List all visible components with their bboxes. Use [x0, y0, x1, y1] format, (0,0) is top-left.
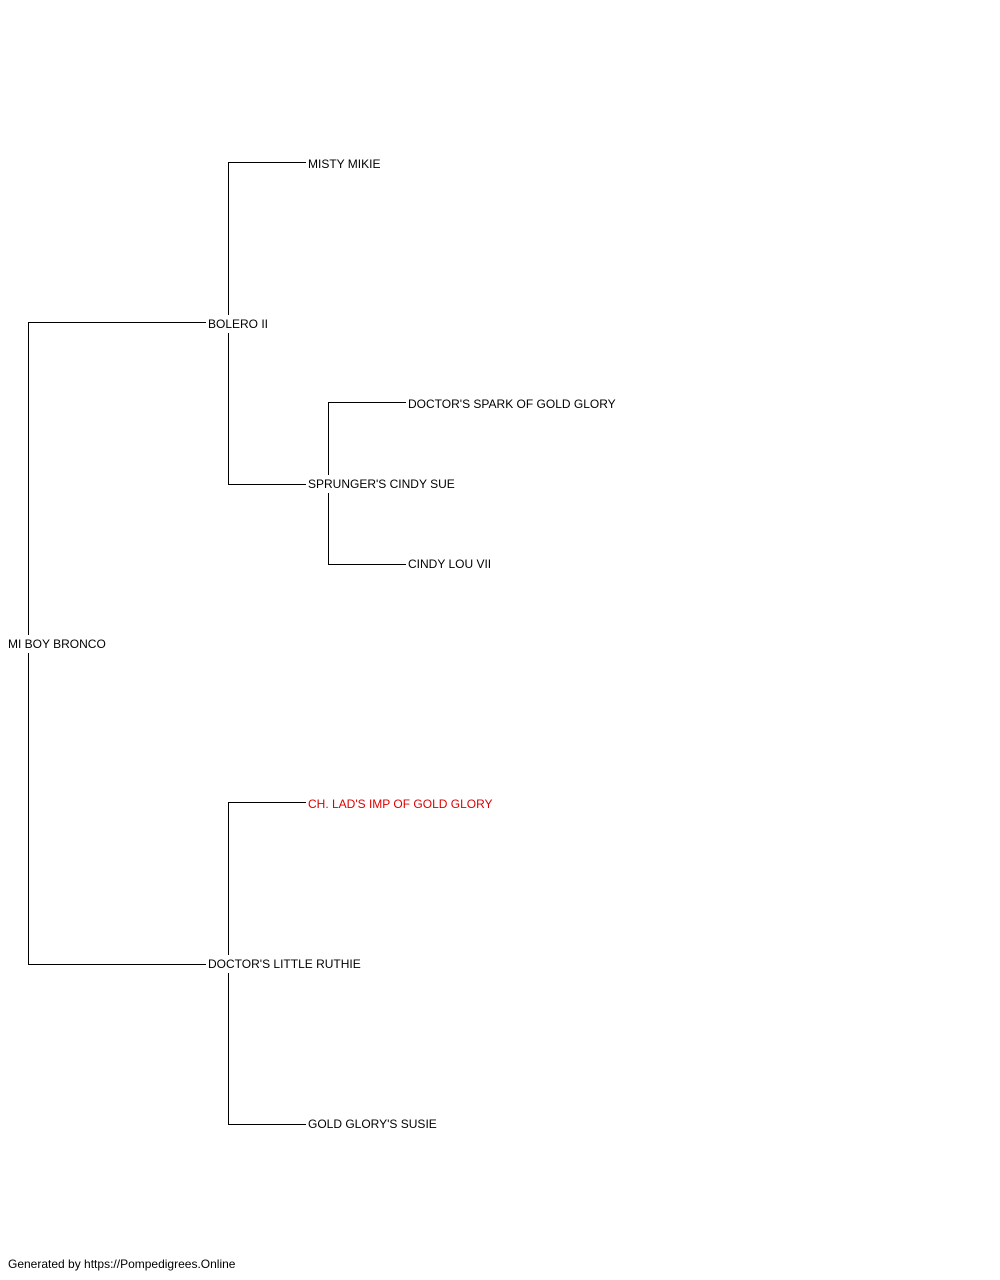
node-subject: MI BOY BRONCO [8, 635, 106, 653]
node-dam-sire: CH. LAD'S IMP OF GOLD GLORY [308, 795, 493, 813]
node-sire-dam: SPRUNGER'S CINDY SUE [308, 475, 455, 493]
connector-line [228, 162, 306, 163]
connector-line [328, 402, 406, 403]
node-dam-dam: GOLD GLORY'S SUSIE [308, 1115, 437, 1133]
node-sire-dam-sire: DOCTOR'S SPARK OF GOLD GLORY [408, 395, 616, 413]
connector-line [28, 964, 206, 965]
connector-line [228, 802, 306, 803]
connector-line [328, 564, 406, 565]
connector-line [228, 484, 306, 485]
node-dam: DOCTOR'S LITTLE RUTHIE [208, 955, 361, 973]
node-sire-dam-dam: CINDY LOU VII [408, 555, 492, 573]
node-sire-sire: MISTY MIKIE [308, 155, 381, 173]
footer-credit: Generated by https://Pompedigrees.Online [8, 1257, 236, 1271]
connector-line [28, 322, 206, 323]
node-sire: BOLERO II [208, 315, 269, 333]
connector-line [228, 1124, 306, 1125]
